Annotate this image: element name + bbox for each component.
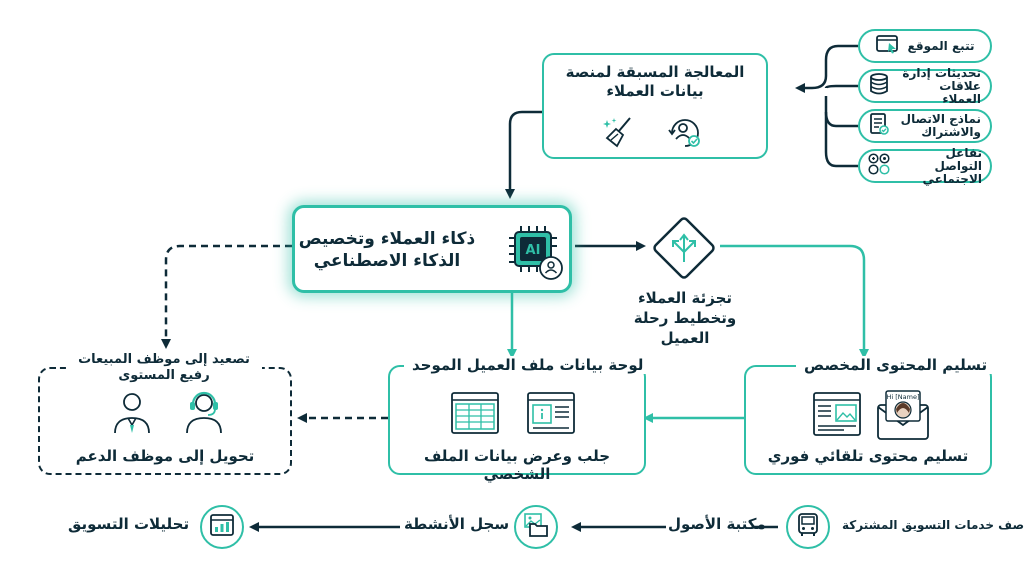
- activity-circle: [514, 505, 558, 549]
- profile-window-icon: [526, 391, 576, 439]
- ai-chip-label: AI: [526, 243, 541, 258]
- arrow-ai-to-escalation: [161, 244, 292, 349]
- sales-rep-icon: [110, 389, 154, 439]
- segmentation-label: تجزئة العملاء وتخطيط رحلة العميل: [633, 289, 737, 347]
- ai-personalization-box: ذكاء العملاء وتخصيص الذكاء الاصطناعي AI: [292, 205, 572, 293]
- segmentation-diamond: [648, 212, 720, 284]
- dashboard-title: لوحة بيانات ملف العميل الموحد: [404, 356, 652, 374]
- envelope-greeting: Hi [Name]: [886, 393, 919, 401]
- database-icon: [869, 73, 889, 99]
- broom-clean-icon: [602, 115, 636, 153]
- content-title: تسليم المحتوى المخصص: [796, 356, 996, 374]
- user-sync-icon: [666, 115, 704, 153]
- ai-chip-icon: AI: [505, 222, 565, 286]
- source-label: تتبع الموقع: [907, 38, 975, 53]
- preprocess-box: المعالجة المسبقة لمنصة بيانات العملاء: [542, 53, 768, 159]
- source-social-engagement: تفاعل التواصل الاجتماعي: [858, 145, 992, 186]
- social-icons-icon: [868, 153, 890, 179]
- envelope-profile-icon: Hi [Name]: [874, 389, 932, 445]
- escalation-subtitle: تحويل إلى موظف الدعم: [75, 447, 255, 465]
- web-page-icon: [812, 391, 862, 441]
- source-contact-forms: نماذج الاتصال والاشتراك: [858, 109, 992, 143]
- preprocess-title: المعالجة المسبقة لمنصة بيانات العملاء: [565, 63, 745, 100]
- profile-dashboard-box: جلب وعرض بيانات الملف الشخصي: [388, 365, 646, 483]
- split-arrows-icon: [672, 233, 696, 262]
- bar-chart-window-icon: [209, 513, 235, 541]
- source-label: تفاعل التواصل الاجتماعي: [922, 145, 982, 186]
- ai-title: ذكاء العملاء وتخصيص الذكاء الاصطناعي: [298, 229, 476, 271]
- form-icon: [869, 113, 889, 139]
- source-label: نماذج الاتصال والاشتراك: [900, 112, 981, 139]
- arrow-preprocess-to-ai: [505, 110, 545, 199]
- queue-label: صف خدمات التسويق المشتركة: [842, 518, 1024, 532]
- content-delivery-box: تسليم محتوى تلقائي فوري Hi [Name]: [744, 365, 992, 475]
- analytics-circle: [200, 505, 244, 549]
- activity-label: سجل الأنشطة: [404, 515, 510, 533]
- source-crm-updates: تحديثات إدارة علاقات العملاء: [858, 65, 992, 106]
- browser-cursor-icon: [875, 34, 900, 58]
- table-sheet-icon: [450, 391, 500, 439]
- content-subtitle: تسليم محتوى تلقائي فوري: [767, 447, 969, 465]
- dashboard-subtitle: جلب وعرض بيانات الملف الشخصي: [423, 447, 611, 483]
- source-site-tracking: تتبع الموقع: [858, 29, 992, 63]
- queue-bus-circle: [786, 505, 830, 549]
- image-folder-icon: [522, 512, 550, 542]
- support-agent-icon: [182, 389, 226, 439]
- analytics-label: تحليلات التسويق: [68, 515, 190, 533]
- source-arrows: [795, 44, 858, 168]
- source-label: تحديثات إدارة علاقات العملاء: [902, 65, 981, 106]
- assets-label: مكتبة الأصول: [668, 515, 766, 533]
- bus-icon: [795, 512, 821, 542]
- escalation-title: تصعيد إلى موظف المبيعات رفيع المستوى: [66, 352, 262, 384]
